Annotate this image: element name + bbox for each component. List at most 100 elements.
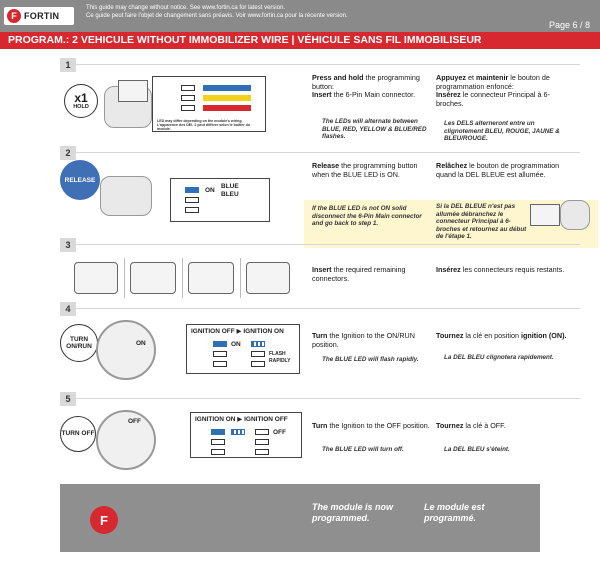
- page-header: F FORTIN This guide may change without n…: [0, 0, 600, 32]
- span: la clé à OFF.: [463, 421, 506, 430]
- em: Appuyez: [436, 73, 466, 82]
- step5-text-en: Turn the Ignition to the OFF position.: [312, 421, 430, 431]
- led-color-label: BLUE BLEU: [221, 183, 239, 198]
- ignition-led-panel: IGNITION ON ▶ IGNITION OFF OFF: [190, 412, 302, 458]
- release-badge: RELEASE: [60, 160, 100, 200]
- led-icon: [181, 85, 195, 91]
- led-icon: [251, 351, 265, 357]
- span: le connecteur Principal à 6-broches et: [436, 210, 511, 233]
- led-icon: [255, 439, 269, 445]
- panel-caption: LED may differ depending on the module's…: [157, 119, 251, 132]
- led-on-label: ON: [205, 187, 215, 194]
- key-position-label: ON: [136, 340, 146, 347]
- em: Insert: [312, 265, 332, 274]
- span: le bouton de programmation quand la DEL …: [436, 161, 560, 179]
- step-number-5: 5: [60, 392, 76, 406]
- step-divider: [60, 152, 580, 153]
- step5-note-en: The BLUE LED will turn off.: [322, 446, 404, 453]
- hand-releasing-icon: [100, 176, 152, 216]
- step-number-4: 4: [60, 302, 76, 316]
- fortin-finish-icon: F: [90, 506, 118, 534]
- led-icon: [251, 361, 265, 367]
- step2-warning-fr: Si la DEL BLEUE n'est pas allumée débran…: [436, 203, 528, 241]
- em: Tournez: [436, 331, 464, 340]
- page-title: PROGRAM.: 2 VEHICULE WITHOUT IMMOBILIZER…: [0, 32, 600, 49]
- step4-note-fr: La DEL BLEU clignotera rapidement.: [444, 354, 554, 361]
- blue-led-flashing-icon: [231, 429, 245, 435]
- flash-rapidly-label: FLASH RAPIDLY: [269, 351, 291, 364]
- em: maintenir: [475, 73, 509, 82]
- step1-text-en: Press and hold the programming button: I…: [312, 73, 430, 100]
- fortin-f-icon: F: [7, 9, 21, 23]
- span: the Ignition to the ON/RUN position.: [312, 331, 415, 349]
- led-icon: [211, 449, 225, 455]
- ignition-transition-title: IGNITION ON ▶ IGNITION OFF: [195, 416, 288, 423]
- blue-led-panel: ON BLUE BLEU: [170, 178, 270, 222]
- span: the programming button:: [312, 73, 420, 91]
- em: Turn: [312, 421, 328, 430]
- module-reconnect-icon: [530, 204, 560, 226]
- led-on-label: ON: [231, 341, 241, 348]
- separator: [240, 258, 241, 298]
- ignition-transition-title: IGNITION OFF ▶ IGNITION ON: [191, 328, 284, 335]
- span: au début de l'étape 1.: [436, 225, 527, 241]
- step5-note-fr: La DEL BLEU s'éteint.: [444, 446, 510, 453]
- em: Release: [312, 161, 340, 170]
- step3-text-fr: Insérez les connecteurs requis restants.: [436, 265, 568, 275]
- span: Si la DEL BLEUE n'est pas allumée: [436, 203, 516, 218]
- step1-text-fr: Appuyez et maintenir le bouton de progra…: [436, 73, 568, 108]
- led-icon: [181, 105, 195, 111]
- yellow-led-flash-icon: [203, 95, 251, 101]
- led-off-label: OFF: [273, 429, 286, 436]
- span: the 6-Pin Main connector and: [312, 212, 422, 228]
- step-number-2: 2: [60, 146, 76, 160]
- hold-count: x1: [74, 91, 88, 105]
- led-sequence-panel: LED may differ depending on the module's…: [152, 76, 266, 132]
- separator: [182, 258, 183, 298]
- hand-disconnect-icon: [560, 200, 590, 230]
- div: BLEU: [221, 190, 239, 198]
- red-led-flash-icon: [203, 105, 251, 111]
- led-icon: [213, 361, 227, 367]
- em: Relâchez: [436, 161, 468, 170]
- blue-led-off-icon: [255, 429, 269, 435]
- step-divider: [60, 244, 580, 245]
- em: Press and hold: [312, 73, 364, 82]
- led-icon: [211, 439, 225, 445]
- ignition-key-icon: [96, 410, 156, 470]
- connector-insert-icon: [188, 262, 234, 294]
- fortin-logo: F FORTIN: [4, 7, 74, 25]
- completion-text-en: The module is now programmed.: [312, 502, 394, 523]
- blue-led-on-icon: [211, 429, 225, 435]
- div: BLUE: [221, 183, 239, 190]
- step2-text-fr: Relâchez le bouton de programmation quan…: [436, 161, 568, 179]
- notice-en: This guide may change without notice. Se…: [86, 5, 286, 11]
- turn-on-badge: TURN ON/RUN: [60, 324, 98, 362]
- span: IGNITION OFF: [191, 328, 235, 335]
- span: IGNITION ON: [195, 416, 236, 423]
- step3-text-en: Insert the required remaining connectors…: [312, 265, 430, 283]
- logo-text: FORTIN: [24, 11, 60, 21]
- span: IGNITION OFF: [244, 416, 288, 423]
- span: If the BLUE LED is not ON solid: [312, 205, 407, 212]
- span: IGNITION ON: [243, 328, 284, 335]
- em: Insérez: [436, 90, 461, 100]
- step-number-1: 1: [60, 58, 76, 72]
- step2-text-en: Release the programming button when the …: [312, 161, 430, 179]
- blue-led-flashing-icon: [251, 341, 265, 347]
- span: débranchez: [461, 210, 497, 218]
- ignition-key-icon: [96, 320, 156, 380]
- span: the 6-Pin Main connector.: [331, 90, 416, 100]
- span: the programming button when the BLUE LED…: [312, 161, 418, 179]
- span: the required remaining connectors.: [312, 265, 406, 283]
- em: Turn: [312, 331, 328, 340]
- span: le bouton de programmation enfoncé:: [436, 73, 550, 91]
- led-icon: [185, 207, 199, 213]
- hold-label: HOLD: [73, 104, 89, 110]
- span: les connecteurs requis restants.: [460, 265, 565, 274]
- module-icon: [118, 80, 148, 102]
- turn-off-badge: TURN OFF: [60, 416, 96, 452]
- span: go back: [324, 220, 349, 228]
- step4-text-en: Turn the Ignition to the ON/RUN position…: [312, 331, 430, 349]
- led-icon: [181, 95, 195, 101]
